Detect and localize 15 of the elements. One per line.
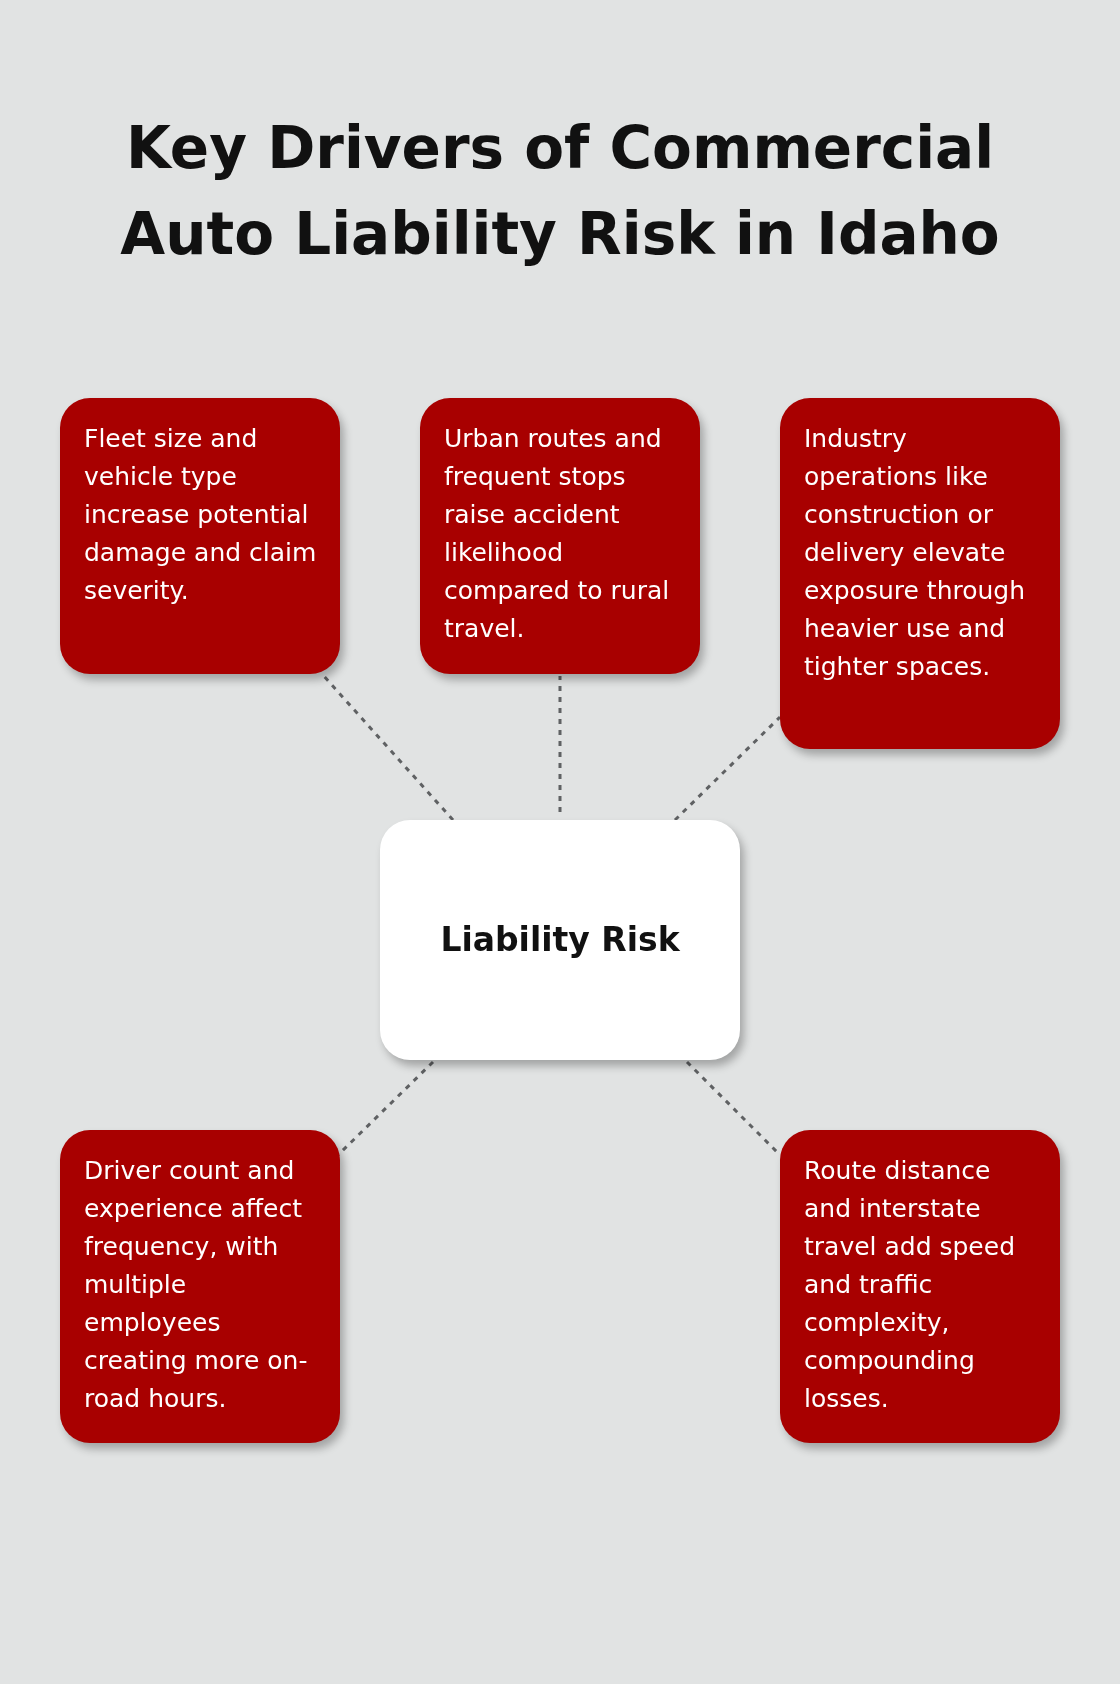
factor-text: Urban routes and frequent stops raise accident likelihood compared to rural travel. [444,423,671,645]
factor-card [780,398,1060,749]
factor-card [420,398,700,674]
central-box [380,820,740,1060]
dashed-connector [558,676,562,812]
factor-text: Industry operations like construction or delivery elevate exposure through heavier use and tighter spaces. [804,423,1027,683]
central-label: Liability Risk [440,921,680,959]
factor-text: Fleet size and vehicle type increase potential damage and claim severity. [84,423,318,607]
factor-text: Route distance and interstate travel add speed and traffic complexity, compounding losses. [804,1155,1016,1415]
factor-card [780,1130,1060,1443]
title: Key Drivers of Commercial Auto Liability Risk in Idaho [119,113,1001,270]
factor-text: Driver count and experience affect frequency, with multiple employees creating more on-road hours. [84,1155,309,1415]
factor-card [60,398,340,674]
dashed-connector [673,715,782,822]
factor-card [60,1130,340,1443]
